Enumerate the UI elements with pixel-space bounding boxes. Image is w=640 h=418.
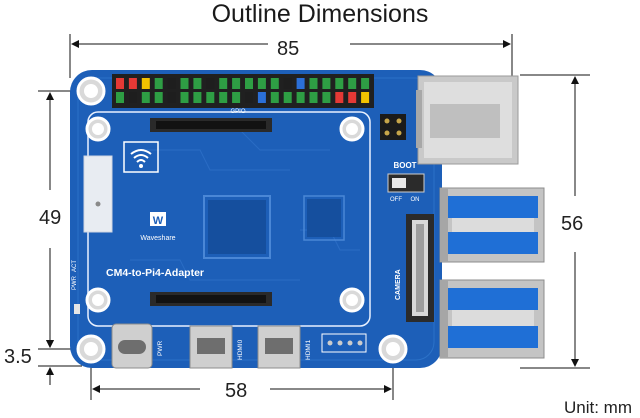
gpio-pin xyxy=(283,78,292,89)
offset-dimension-label: 3.5 xyxy=(4,346,32,368)
gpio-pin xyxy=(361,92,370,103)
camera-label: CAMERA xyxy=(395,269,402,300)
fan-header xyxy=(380,114,406,140)
main-chip xyxy=(203,195,271,259)
gpio-pin xyxy=(193,78,202,89)
board-name: CM4-to-Pi4-Adapter xyxy=(106,267,204,279)
gpio-pin xyxy=(335,92,344,103)
gpio-pin xyxy=(257,78,266,89)
secondary-chip xyxy=(303,195,345,241)
brand-label: Waveshare xyxy=(140,235,175,242)
gpio-pin xyxy=(141,92,150,103)
diagram-title: Outline Dimensions xyxy=(211,0,429,28)
boot-label: BOOT xyxy=(393,161,416,170)
gpio-pin xyxy=(245,78,253,89)
unit-label: Unit: mm xyxy=(564,398,632,417)
gpio-pin xyxy=(309,92,318,103)
gpio-pin xyxy=(335,78,344,89)
usb-label-top: USB xyxy=(490,180,505,187)
svg-text:W: W xyxy=(153,215,164,227)
hdmi1-port: HDMI1 xyxy=(257,325,312,369)
gpio-pin xyxy=(257,92,266,103)
gpio-pin xyxy=(232,92,241,103)
pwr-port-label: PWR xyxy=(157,341,164,356)
gpio-pin xyxy=(245,92,253,103)
gpio-pin xyxy=(283,92,292,103)
gpio-pin xyxy=(141,78,150,89)
dimension-lines xyxy=(38,34,590,400)
width-dimension-label: 85 xyxy=(277,38,300,60)
gpio-pin xyxy=(154,92,163,103)
mounting-holes xyxy=(76,76,408,364)
height-dimension-label: 49 xyxy=(39,207,62,229)
status-leds: PWR ACT xyxy=(72,260,80,314)
gpio-pin xyxy=(232,78,241,89)
cm4-connector-top xyxy=(150,118,272,132)
camera-connector: CAMERA xyxy=(395,214,434,322)
usb-c-power-port: PWR xyxy=(111,323,164,369)
right-height-dimension-label: 56 xyxy=(561,213,584,235)
gpio-pin xyxy=(219,92,228,103)
gpio-pin xyxy=(361,78,370,89)
pwr-led-label: PWR xyxy=(72,275,78,290)
display-pin-header xyxy=(321,333,367,353)
wifi-icon xyxy=(123,141,159,173)
cm4-connector-bottom xyxy=(150,292,272,306)
antenna-label xyxy=(83,155,113,233)
gpio-pin xyxy=(154,78,163,89)
bottom-width-dimension-label: 58 xyxy=(225,380,248,402)
gpio-pin xyxy=(193,92,202,103)
gpio-pin xyxy=(116,78,124,89)
gpio-header: GPIO xyxy=(112,74,374,115)
boot-off-label: OFF xyxy=(390,197,402,203)
hdmi1-label: HDMI1 xyxy=(305,339,312,360)
usb-port-bottom: USB xyxy=(439,270,545,359)
act-led-label: ACT xyxy=(72,260,78,272)
gpio-pin xyxy=(309,78,318,89)
gpio-pin xyxy=(219,78,228,89)
gpio-pin xyxy=(270,78,279,89)
hdmi0-port: HDMI0 xyxy=(189,325,244,369)
ethernet-port xyxy=(416,75,519,165)
gpio-pin xyxy=(167,78,176,89)
waveshare-logo: W Waveshare xyxy=(140,212,176,242)
gpio-pin xyxy=(206,92,215,103)
gpio-pin xyxy=(296,78,305,89)
gpio-pin xyxy=(348,92,357,103)
gpio-pin xyxy=(322,78,331,89)
gpio-pin xyxy=(180,78,189,89)
gpio-pin xyxy=(128,92,137,103)
gpio-pin xyxy=(116,92,124,103)
boot-switch: BOOT OFF ON xyxy=(387,161,425,203)
hdmi0-label: HDMI0 xyxy=(237,339,244,360)
usb-port-top: USB xyxy=(439,180,545,263)
gpio-pin xyxy=(206,78,215,89)
gpio-pin xyxy=(128,78,137,89)
gpio-label: GPIO xyxy=(230,109,245,115)
gpio-pin xyxy=(270,92,279,103)
usb-label-bottom: USB xyxy=(495,270,510,277)
gpio-pin xyxy=(167,92,176,103)
gpio-pin xyxy=(348,78,357,89)
boot-on-label: ON xyxy=(411,197,420,203)
gpio-pin xyxy=(322,92,331,103)
gpio-pin xyxy=(180,92,189,103)
gpio-pin xyxy=(296,92,305,103)
